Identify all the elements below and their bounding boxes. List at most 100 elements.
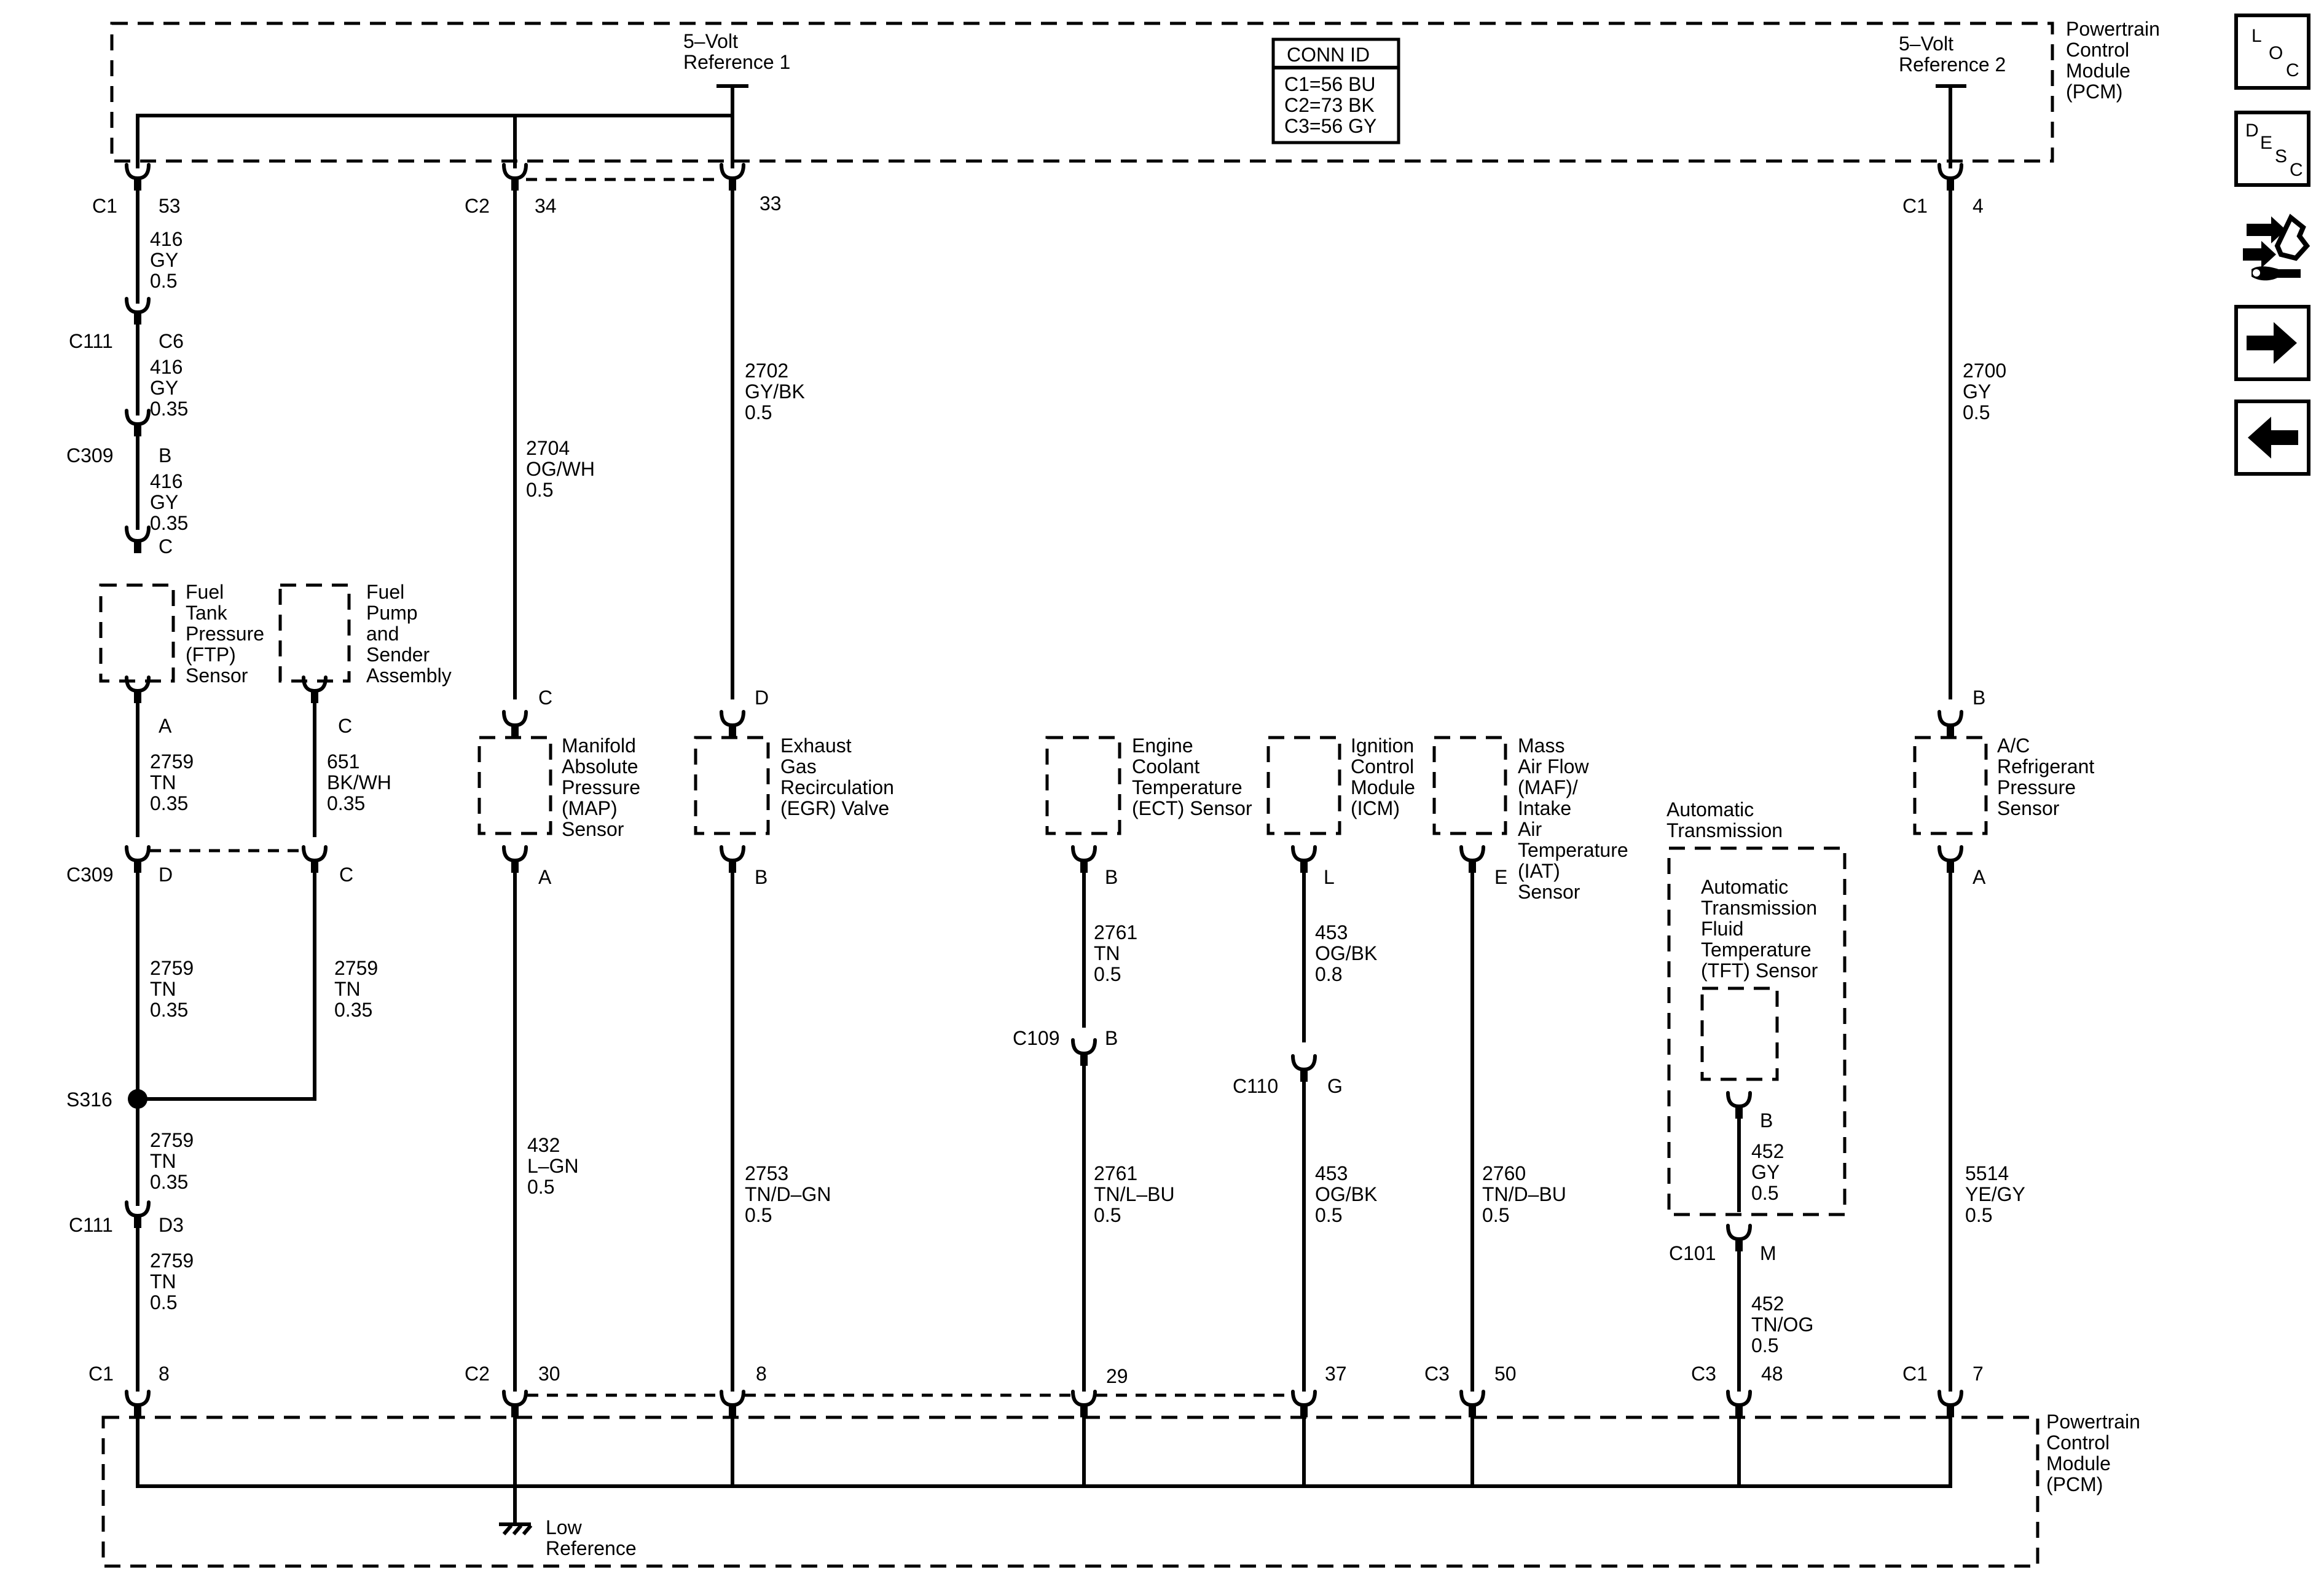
desc-letter-c: C bbox=[2290, 160, 2303, 180]
desc-letter-d: D bbox=[2245, 120, 2259, 141]
connector-pin-terminal bbox=[1300, 859, 1308, 873]
wire-circuit: 453 bbox=[1315, 921, 1348, 943]
connector-pin: A bbox=[1973, 866, 1986, 888]
acp-label-4: Sensor bbox=[1997, 797, 2060, 819]
connector-cup bbox=[1937, 1390, 1963, 1408]
icm-label: Ignition Control Module (ICM) bbox=[1351, 734, 1415, 819]
connector-pin-terminal bbox=[1947, 1404, 1954, 1417]
connector-pin-terminal bbox=[729, 859, 736, 873]
connector-pin: B bbox=[1973, 687, 1985, 709]
wires bbox=[136, 86, 1952, 1524]
connector-pin: E bbox=[1494, 866, 1507, 888]
connector-cup bbox=[502, 710, 528, 728]
connector-pin: B bbox=[159, 444, 171, 467]
connector-pin-terminal bbox=[134, 859, 141, 873]
wire-circuit: 2759 bbox=[150, 750, 194, 773]
5v-reference-2: 5–Volt Reference 2 bbox=[1899, 33, 2006, 88]
connector-pin-terminal bbox=[1735, 1238, 1743, 1251]
fpsa-label-1: Fuel bbox=[366, 581, 404, 603]
5v-reference-1: 5–Volt Reference 1 bbox=[683, 30, 790, 88]
conn-id-line-1: C1=56 BU bbox=[1284, 73, 1376, 95]
pcm-bottom-label-2: Control bbox=[2046, 1431, 2110, 1454]
maf-label-1: Mass bbox=[1518, 734, 1564, 757]
connector-pin: B bbox=[1105, 1027, 1118, 1049]
tft-label-2: Transmission bbox=[1701, 897, 1817, 919]
previous-page-button[interactable] bbox=[2234, 400, 2310, 476]
maf-label-3: (MAF)/ bbox=[1518, 776, 1578, 798]
desc-letter-s: S bbox=[2275, 146, 2288, 167]
wire-label: 2753 TN/D–GN 0.5 bbox=[745, 1162, 831, 1226]
wire-gauge: 0.5 bbox=[1315, 1204, 1342, 1226]
connector-cup bbox=[125, 845, 151, 863]
wire-gauge: 0.5 bbox=[1963, 401, 1990, 423]
ftp-label-5: Sensor bbox=[186, 664, 248, 687]
fpsa-label-3: and bbox=[366, 623, 399, 645]
connector-cup bbox=[302, 675, 328, 693]
connector-pin-terminal bbox=[1080, 1052, 1088, 1066]
service-tools-button[interactable] bbox=[2234, 205, 2310, 283]
maf-label-4: Intake bbox=[1518, 797, 1571, 819]
wire-label: 2759 TN 0.35 bbox=[334, 957, 378, 1021]
connector-pin: G bbox=[1327, 1075, 1343, 1097]
connector-pin: C bbox=[339, 864, 353, 886]
wire-color: OG/WH bbox=[526, 458, 595, 480]
connector-pin: 8 bbox=[756, 1363, 767, 1385]
conn-id-line-3: C3=56 GY bbox=[1284, 115, 1376, 137]
connector-cup bbox=[502, 845, 528, 863]
ref2-label-2: Reference 2 bbox=[1899, 53, 2006, 76]
connector-name: C1 bbox=[92, 195, 117, 217]
wire-gauge: 0.35 bbox=[150, 999, 188, 1021]
ect-label-2: Coolant bbox=[1132, 755, 1199, 778]
conn-id-box: CONN ID C1=56 BU C2=73 BK C3=56 GY bbox=[1271, 37, 1400, 144]
ect-label-3: Temperature bbox=[1132, 776, 1242, 798]
connector-cup bbox=[1459, 845, 1485, 863]
connector-pin-terminal bbox=[311, 690, 318, 703]
wire-label: 2704 OG/WH 0.5 bbox=[526, 437, 595, 501]
connector-cup bbox=[1459, 1390, 1485, 1408]
wire-gauge: 0.8 bbox=[1315, 963, 1342, 985]
wire-label: 2760 TN/D–BU 0.5 bbox=[1482, 1162, 1566, 1226]
connector-cup bbox=[1937, 710, 1963, 728]
connector-pin-terminal bbox=[134, 177, 141, 191]
fpsa-label-5: Assembly bbox=[366, 664, 452, 687]
fpsa-label-2: Pump bbox=[366, 602, 418, 624]
next-page-button[interactable] bbox=[2234, 305, 2310, 381]
connector-pin-terminal bbox=[511, 177, 519, 191]
tft-label-3: Fluid bbox=[1701, 918, 1743, 940]
wire-circuit: 416 bbox=[150, 356, 183, 378]
connector-pin-terminal bbox=[729, 724, 736, 738]
location-button[interactable]: L O C bbox=[2234, 14, 2310, 90]
wire-circuit: 2702 bbox=[745, 360, 788, 382]
connector-pin: C bbox=[159, 535, 173, 557]
wire-color: TN/OG bbox=[1751, 1313, 1813, 1336]
splice-label: S316 bbox=[66, 1089, 112, 1111]
description-button[interactable]: D E S C bbox=[2234, 111, 2310, 187]
connector-pin-terminal bbox=[1947, 724, 1954, 738]
wire-circuit: 452 bbox=[1751, 1140, 1784, 1162]
connector-cup bbox=[1937, 845, 1963, 863]
connector-pin: 53 bbox=[159, 195, 181, 217]
low-ref-label-1: Low bbox=[546, 1516, 583, 1538]
wire-label: 2702 GY/BK 0.5 bbox=[745, 360, 805, 423]
icm-label-3: Module bbox=[1351, 776, 1415, 798]
connector-name: C111 bbox=[69, 1214, 113, 1236]
wire-gauge: 0.5 bbox=[1751, 1334, 1778, 1357]
connector-plugs bbox=[125, 163, 1963, 1417]
wire-label: 2759 TN 0.35 bbox=[150, 750, 194, 814]
sidebar-toolbar: L O C D E S C bbox=[2234, 14, 2313, 481]
egr-label-3: Recirculation bbox=[780, 776, 894, 798]
wire-gauge: 0.5 bbox=[527, 1176, 554, 1198]
connector-name: C1 bbox=[1902, 195, 1928, 217]
fpsa-label-4: Sender bbox=[366, 644, 430, 666]
connector-name: C2 bbox=[465, 1363, 490, 1385]
wire-label: 452 TN/OG 0.5 bbox=[1751, 1293, 1813, 1357]
connector-pin-terminal bbox=[1300, 1068, 1308, 1082]
pcm-bottom-module: Powertrain Control Module (PCM) bbox=[101, 1411, 2140, 1568]
arrow-left-icon bbox=[2248, 417, 2298, 459]
wire-gauge: 0.5 bbox=[526, 479, 553, 501]
connector-pin-terminal bbox=[134, 1215, 141, 1228]
wire-gauge: 0.5 bbox=[745, 401, 772, 423]
tft-label-1: Automatic bbox=[1701, 876, 1788, 898]
connector-pin-terminal bbox=[1080, 1404, 1088, 1417]
